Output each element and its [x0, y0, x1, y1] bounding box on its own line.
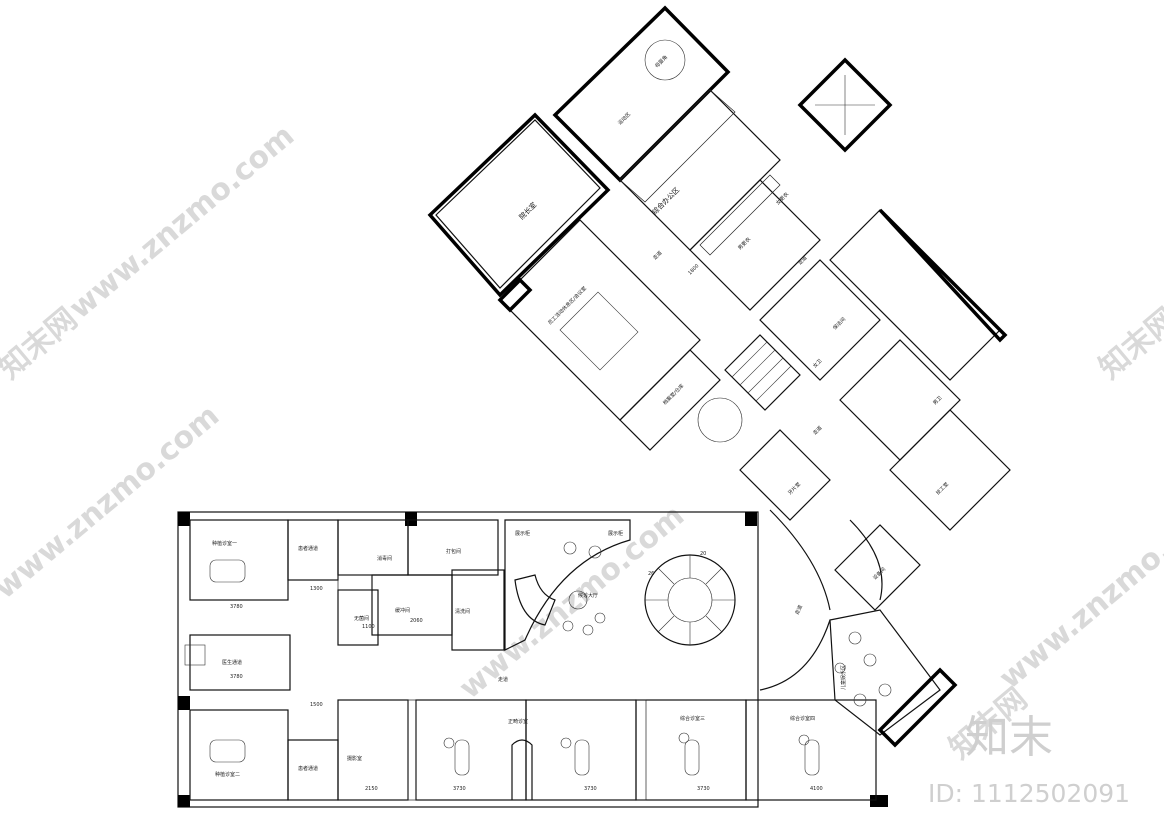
ortho-arch: [511, 739, 533, 800]
dim-4100: 4100: [810, 786, 823, 792]
conference-table: [559, 291, 639, 371]
dim-1100: 1100: [362, 624, 375, 630]
dim-3730-a: 3730: [453, 786, 466, 792]
label-lobby: 候诊大厅: [578, 592, 598, 599]
label-mother-infant: 母婴角: [653, 54, 669, 70]
brand-logo: 知末: [965, 712, 1053, 763]
watermark-brand-1: 知末网: [0, 301, 84, 386]
label-implant-2: 种植诊室二: [215, 771, 240, 778]
lobby-chair: [582, 624, 594, 636]
label-packing: 打包间: [446, 548, 461, 555]
label-archive: 档案室/仓库: [661, 383, 685, 407]
decor-round-tree: [697, 397, 743, 443]
label-dental-prep: 牙片室: [786, 481, 802, 497]
brand-id: ID: 1112502091: [928, 779, 1130, 808]
watermark-site-2: www.znzmo.com: [0, 398, 226, 606]
watermark-brand-3: 知末网: [1093, 301, 1164, 386]
kids-play-shapes: [834, 631, 892, 707]
dim-3780-top: 3780: [230, 604, 243, 610]
label-cleaning: 保洁间: [831, 316, 847, 332]
label-doctor-corridor: 医生通道: [222, 659, 242, 666]
dim-3780-mid: 3780: [230, 674, 243, 680]
label-kids-area: 儿童娱乐区: [840, 665, 847, 690]
label-corridor-mid: 走道: [811, 424, 823, 436]
label-male-wc: 男卫: [932, 395, 943, 406]
label-female-wc: 女卫: [811, 357, 823, 369]
label-staff-lounge: 员工活动休息区/会议室: [546, 285, 587, 326]
label-buffer: 缓冲间: [395, 607, 410, 614]
dim-3730-c: 3730: [697, 786, 710, 792]
dental-chairs: [209, 559, 820, 776]
lobby-table: [568, 590, 588, 610]
label-display-cabinet-2: 展示柜: [608, 530, 623, 537]
label-ortho-room: 正畸诊室: [508, 718, 528, 725]
label-rehab: 运动区: [616, 111, 632, 127]
label-corridor-arc: 走道: [793, 604, 804, 616]
label-patient-corridor-1: 患者通道: [298, 545, 318, 552]
label-display-cabinet-1: 展示柜: [515, 530, 530, 537]
label-sterile: 无菌间: [354, 615, 369, 622]
label-implant-1: 种植诊室一: [212, 540, 237, 547]
dim-1500: 1500: [310, 702, 323, 708]
lobby-chair: [594, 612, 606, 624]
dim-3730-b: 3730: [584, 786, 597, 792]
label-photo-room: 摄影室: [347, 755, 362, 762]
label-cleaning-wash: 清洗间: [455, 608, 470, 615]
lobby-chair: [562, 620, 574, 632]
label-female-locker: 女更衣: [774, 191, 790, 207]
label-patient-corridor-2: 患者通道: [298, 765, 318, 772]
upper-wing: [427, 5, 1011, 611]
label-equipment: 设备间: [871, 566, 887, 582]
label-corridor-upper: 走道: [651, 249, 663, 261]
dim-2150: 2150: [365, 786, 378, 792]
dim-1800: 1800: [687, 263, 700, 276]
doctor-corridor-sink: [184, 644, 206, 666]
lower-wing: [177, 511, 958, 808]
watermark-site-3: www.znzmo.com: [993, 488, 1164, 696]
watermark-site-1: www.znzmo.com: [63, 118, 301, 326]
label-male-locker: 男更衣: [736, 236, 752, 252]
label-disinfection: 消毒间: [377, 555, 392, 562]
watermark-site-4: www.znzmo.com: [453, 498, 691, 706]
label-tech-room: 技工室: [934, 481, 950, 497]
label-corridor-lower: 走道: [498, 676, 508, 683]
dim-1300: 1300: [310, 586, 323, 592]
label-general-room-4: 综合诊室四: [790, 715, 815, 722]
label-office-area: 综合办公区: [650, 185, 681, 216]
dim-26: 26: [648, 571, 654, 577]
dim-20: 20: [700, 551, 706, 557]
mother-infant-table: [644, 39, 686, 81]
label-general-room-3: 综合诊室三: [680, 715, 705, 722]
dim-2060: 2060: [410, 618, 423, 624]
reception-desk: [514, 574, 556, 626]
label-corridor-right: 走道: [796, 254, 808, 266]
lobby-chair: [588, 545, 602, 559]
lobby-chair: [563, 541, 577, 555]
label-director-office: 院长室: [517, 200, 538, 221]
